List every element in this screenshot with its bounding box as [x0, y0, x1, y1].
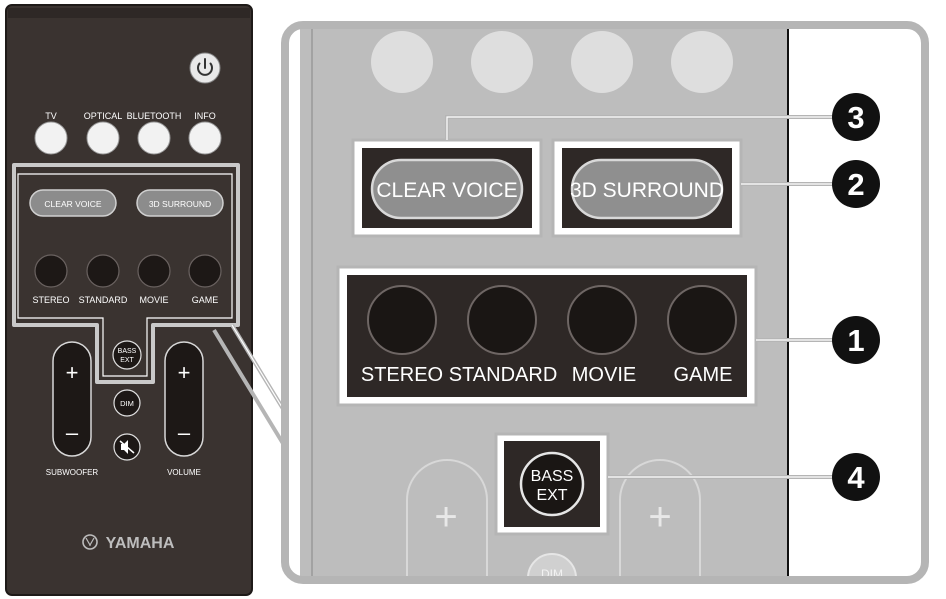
zoom-standard-label: STANDARD — [449, 364, 558, 386]
optical-label: OPTICAL — [84, 111, 123, 121]
faded-subwoofer-rocker — [406, 459, 488, 580]
clear-voice-label: CLEAR VOICE — [44, 199, 101, 209]
standard-button[interactable] — [86, 254, 120, 288]
zoom-bass-label-line2: EXT — [536, 487, 567, 504]
bass-ext-label-line1: BASS — [118, 348, 137, 355]
movie-button[interactable] — [137, 254, 171, 288]
zoom-frame — [281, 21, 929, 584]
highlight-frame — [12, 163, 240, 384]
clear-voice-button[interactable]: CLEAR VOICE — [29, 189, 117, 217]
zoom-stereo-button[interactable] — [367, 285, 437, 355]
callout-3: 3 — [832, 93, 880, 141]
subwoofer-minus: – — [66, 420, 79, 445]
callout-3-number: 3 — [847, 100, 864, 135]
yamaha-logo: YAMAHA — [82, 534, 175, 552]
zoom-game-label: GAME — [674, 364, 733, 386]
zoom-stereo-label: STEREO — [361, 364, 443, 386]
callout-leaders-inner — [446, 116, 838, 478]
faded-bluetooth-button — [571, 31, 633, 93]
zoom-panel: + + DIM CLEAR VOICE 3D SURROUND STEREO S… — [281, 21, 929, 584]
faded-info-button — [671, 31, 733, 93]
faded-subwoofer-plus: + — [434, 495, 457, 539]
volume-minus: – — [178, 420, 191, 445]
standard-label: STANDARD — [79, 295, 128, 305]
zoom-movie-label: MOVIE — [572, 364, 636, 386]
subwoofer-label: SUBWOOFER — [46, 468, 99, 477]
game-label: GAME — [192, 295, 219, 305]
callout-1-number: 1 — [847, 323, 864, 358]
volume-rocker[interactable]: + – — [164, 341, 204, 457]
callout-4-number: 4 — [847, 460, 865, 495]
game-button[interactable] — [188, 254, 222, 288]
info-label: INFO — [194, 111, 216, 121]
zoom-bass-label-line1: BASS — [531, 468, 574, 485]
bluetooth-button[interactable] — [137, 121, 171, 155]
zoom-surround-3d-button[interactable]: 3D SURROUND — [570, 158, 724, 220]
subwoofer-rocker[interactable]: + – — [52, 341, 92, 457]
callout-1: 1 — [832, 316, 880, 364]
surround-3d-button[interactable]: 3D SURROUND — [136, 189, 224, 217]
callout-2-number: 2 — [847, 167, 864, 202]
remote-control: TV OPTICAL BLUETOOTH INFO CLEAR VOICE 3D… — [5, 4, 253, 596]
brand-label: YAMAHA — [106, 535, 175, 552]
zoom-game-button[interactable] — [667, 285, 737, 355]
zoom-surround-3d-label: 3D SURROUND — [570, 179, 724, 202]
volume-label: VOLUME — [167, 468, 201, 477]
surround-3d-label: 3D SURROUND — [149, 199, 211, 209]
subwoofer-plus: + — [66, 360, 79, 385]
movie-label: MOVIE — [139, 295, 168, 305]
info-button[interactable] — [188, 121, 222, 155]
remote-top-edge — [8, 8, 250, 18]
dim-label: DIM — [120, 399, 134, 408]
zoom-clear-voice-button[interactable]: CLEAR VOICE — [370, 158, 524, 220]
power-icon — [197, 58, 213, 76]
zoom-movie-button[interactable] — [567, 285, 637, 355]
bluetooth-label: BLUETOOTH — [127, 111, 182, 121]
power-button[interactable] — [189, 52, 221, 84]
zoom-bass-ext-button[interactable]: BASS EXT — [519, 451, 585, 517]
zoom-standard-button[interactable] — [467, 285, 537, 355]
dim-button[interactable]: DIM — [113, 389, 141, 417]
optical-button[interactable] — [86, 121, 120, 155]
zoom-clear-voice-label: CLEAR VOICE — [376, 179, 517, 202]
callout-4: 4 — [832, 453, 880, 501]
source-buttons: TV OPTICAL BLUETOOTH INFO — [34, 111, 222, 155]
stereo-button[interactable] — [34, 254, 68, 288]
stereo-label: STEREO — [32, 295, 69, 305]
tv-label: TV — [45, 111, 57, 121]
bass-ext-label-line2: EXT — [120, 357, 134, 364]
faded-tv-button — [371, 31, 433, 93]
volume-plus: + — [178, 360, 191, 385]
faded-optical-button — [471, 31, 533, 93]
highlight-frame-inner — [17, 173, 233, 377]
mute-icon — [119, 440, 135, 454]
faded-volume-plus: + — [648, 495, 671, 539]
tv-button[interactable] — [34, 121, 68, 155]
mode-buttons: STEREO STANDARD MOVIE GAME — [32, 254, 222, 305]
faded-volume-rocker — [619, 459, 701, 580]
callout-2: 2 — [832, 160, 880, 208]
mute-button[interactable] — [113, 433, 141, 461]
bass-ext-button[interactable]: BASS EXT — [112, 340, 142, 370]
